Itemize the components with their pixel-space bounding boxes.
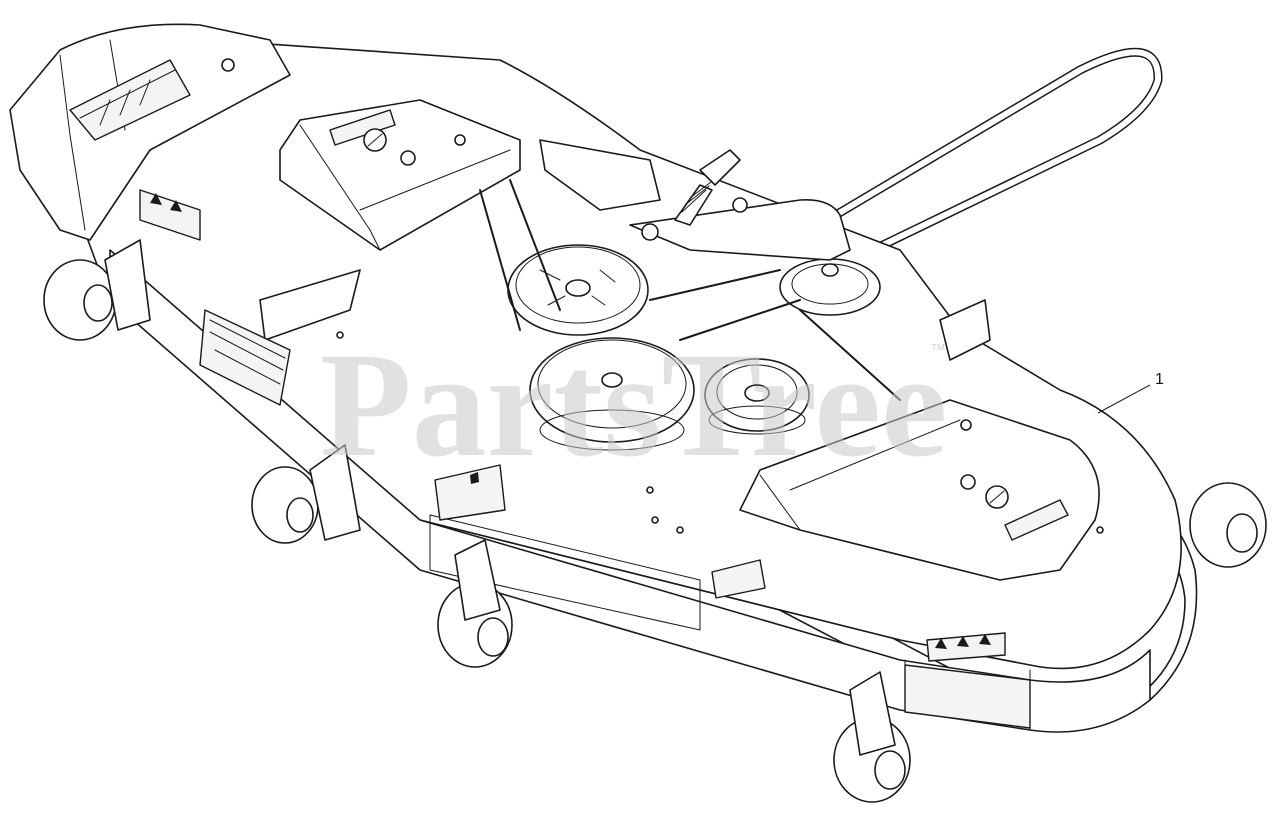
idler-arm-icon <box>629 149 851 261</box>
deck-bracket <box>259 269 361 341</box>
warning-decal-icon <box>434 464 506 521</box>
deck-bracket <box>939 299 991 361</box>
caster-wheel-icon <box>251 444 361 544</box>
pulley-icon <box>704 358 810 435</box>
left-end-housing <box>9 23 291 241</box>
belt-icon <box>755 47 1163 295</box>
watermark-trademark: ™ <box>930 342 946 359</box>
deck-bracket <box>539 139 661 211</box>
watermark-text: PartsTree <box>320 322 947 488</box>
belt-cover-right <box>739 399 1100 581</box>
caster-wheel-icon <box>437 539 513 668</box>
caster-wheel-icon <box>43 239 151 341</box>
caster-wheel-icon <box>833 671 911 803</box>
belt-cover-left <box>279 99 521 251</box>
deck-front-face <box>109 249 1151 733</box>
model-badge <box>199 309 291 406</box>
callout-leader <box>1097 384 1151 414</box>
callout-label: 1 <box>1155 371 1164 388</box>
logo-plate <box>69 59 191 141</box>
caster-wheel-icon <box>1189 482 1267 568</box>
warning-decal-icon <box>926 632 1006 662</box>
front-panel <box>904 664 1031 729</box>
warning-decal-icon <box>139 189 201 241</box>
warning-decal-icon <box>711 559 766 599</box>
pulley-icon <box>779 258 881 316</box>
pulley-icon <box>529 337 695 451</box>
